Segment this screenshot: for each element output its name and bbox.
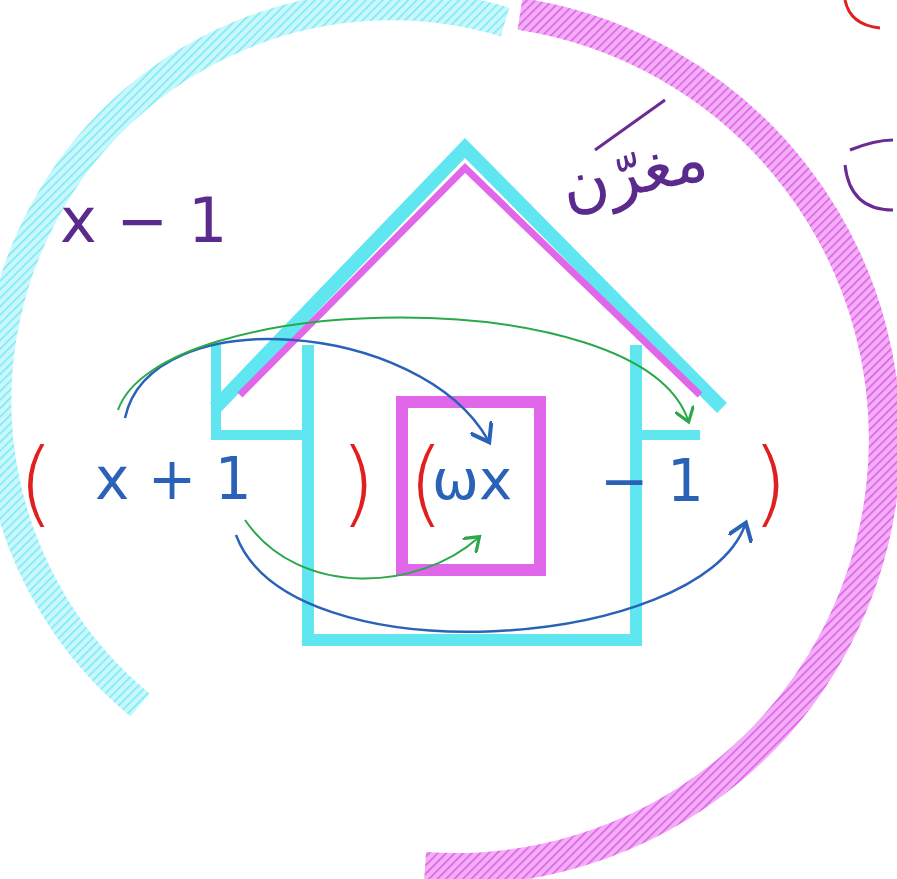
factor-term: − 1 <box>600 452 704 510</box>
paren: ( <box>18 438 54 530</box>
arabic-note: مغرّن <box>555 125 713 218</box>
paren: ) <box>340 438 376 530</box>
paren: ) <box>752 438 788 530</box>
factor: x + 1 <box>95 450 252 508</box>
expression-note: x − 1 <box>60 190 228 252</box>
factor-term: ωx <box>432 452 512 508</box>
